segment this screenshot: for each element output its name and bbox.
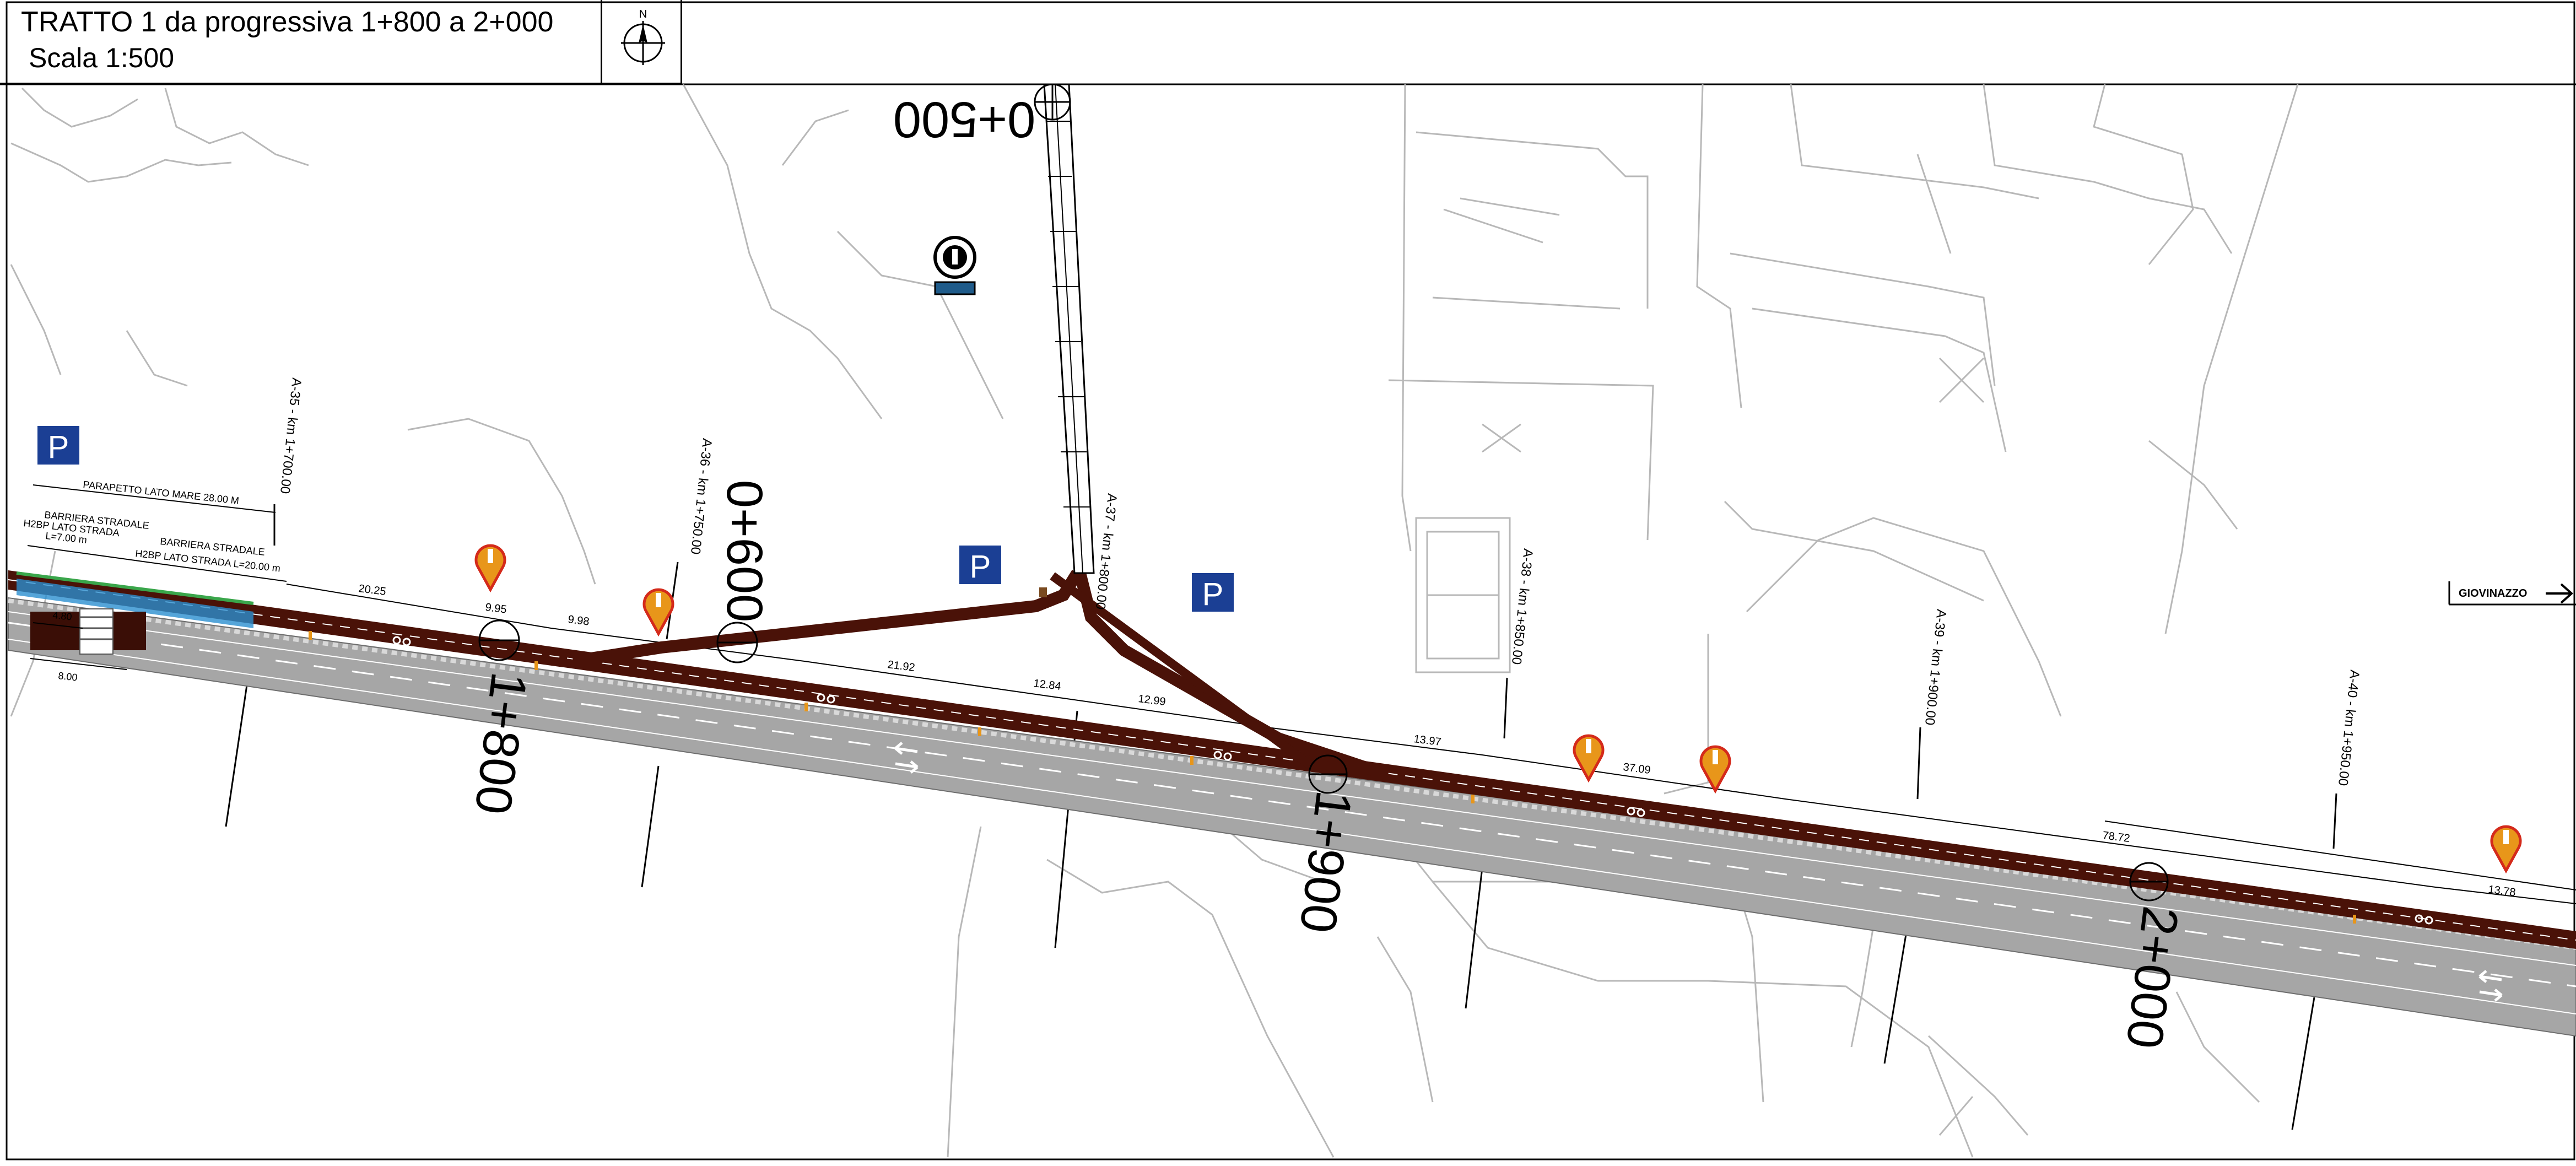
distance-label: 12.99 xyxy=(1137,693,1166,708)
dimension-line xyxy=(27,484,2576,904)
section-label-a35: A-35 - km 1+700.00 xyxy=(277,377,304,494)
parking-sign: P xyxy=(1192,573,1234,612)
main-road xyxy=(8,597,2576,1037)
distance-label: 21.92 xyxy=(887,658,915,674)
arrow-right-icon xyxy=(2546,583,2573,604)
distance-label: 9.95 xyxy=(484,601,507,616)
drawing-title: TRATTO 1 da progressiva 1+800 a 2+000 xyxy=(21,6,554,38)
north-cell: N xyxy=(601,0,682,84)
north-arrow-icon: N xyxy=(621,8,665,65)
section-label-a39: A-39 - km 1+900.00 xyxy=(1922,608,1949,726)
station-markers xyxy=(478,83,2169,902)
destination-sign: GIOVINAZZO xyxy=(2448,581,2576,606)
info-symbol-icon xyxy=(933,236,976,295)
distance-label: 37.09 xyxy=(1622,761,1651,776)
distance-labels: 20.25 9.95 9.98 21.92 12.84 12.99 13.97 … xyxy=(358,582,2516,899)
poi-markers xyxy=(474,544,2522,874)
distance-label: 20.25 xyxy=(358,582,386,598)
drawing-scale: Scala 1:500 xyxy=(29,42,175,73)
poi-marker-icon xyxy=(1573,734,1605,783)
distance-label: 13.78 xyxy=(2487,883,2516,899)
parking-sign-label: P xyxy=(48,429,69,465)
poi-marker-icon xyxy=(2490,825,2522,874)
chainage-0-600: 0+600 xyxy=(716,480,773,622)
section-label-a40: A-40 - km 1+950.00 xyxy=(2335,669,2362,786)
section-label-a37: A-37 - km 1+800.00 xyxy=(1093,493,1120,610)
title-block: TRATTO 1 da progressiva 1+800 a 2+000 Sc… xyxy=(0,0,682,84)
cycle-lane xyxy=(8,570,2576,949)
vertical-path-ticks xyxy=(1046,121,1090,508)
section-label-a38: A-38 - km 1+850.00 xyxy=(1509,548,1536,665)
distance-label: 12.84 xyxy=(1033,677,1061,693)
chainage-0-500: 0+500 xyxy=(893,91,1035,148)
width-label-480: 4.80 xyxy=(52,609,73,623)
distance-label: 9.98 xyxy=(567,613,590,628)
parapet-label: PARAPETTO LATO MARE 28.00 M xyxy=(83,479,240,506)
poi-marker-icon xyxy=(474,544,506,593)
poi-marker-icon xyxy=(1699,745,1731,794)
parking-sign: P xyxy=(959,546,1001,585)
sheet-frame xyxy=(6,1,2575,1160)
parking-sign: P xyxy=(37,426,79,465)
parking-sign-label: P xyxy=(970,549,991,585)
width-label-800: 8.00 xyxy=(58,670,78,683)
destination-label: GIOVINAZZO xyxy=(2459,587,2527,600)
basemap-lines xyxy=(10,84,2299,1158)
distance-label: 13.97 xyxy=(1413,733,1441,748)
parking-sign-label: P xyxy=(1202,576,1224,612)
annotation-dims xyxy=(30,622,127,670)
north-label: N xyxy=(639,8,647,20)
poi-marker-icon xyxy=(642,588,674,637)
section-label-a36: A-36 - km 1+750.00 xyxy=(688,438,715,555)
